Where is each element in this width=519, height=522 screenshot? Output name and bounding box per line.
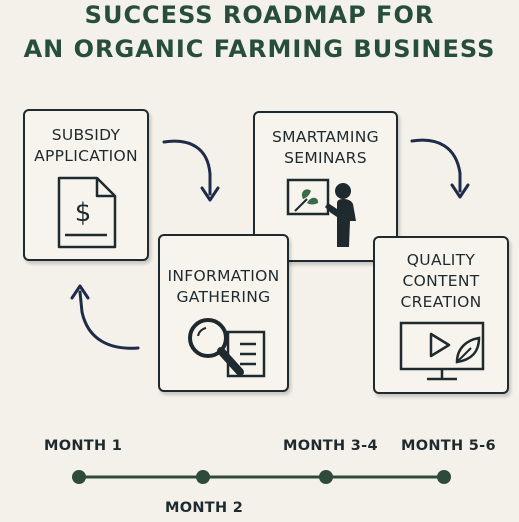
card-seminars-label: SMARTAMING SEMINARS xyxy=(255,127,396,169)
arrow-subsidy-to-info xyxy=(162,139,220,202)
timeline-label-month-5-6: MONTH 5-6 xyxy=(401,438,496,454)
card-subsidy-line-2: APPLICATION xyxy=(34,147,138,165)
title-line-1: SUCCESS ROADMAP FOR xyxy=(84,1,435,29)
card-info-line-1: INFORMATION xyxy=(167,267,280,285)
presenter-whiteboard-icon xyxy=(286,178,356,247)
timeline-label-month-1: MONTH 1 xyxy=(44,438,123,454)
timeline-label-month-3-4: MONTH 3-4 xyxy=(283,438,378,454)
card-quality-line-3: CREATION xyxy=(400,293,482,311)
card-subsidy-label: SUBSIDY APPLICATION xyxy=(25,125,147,167)
card-quality-line-1: QUALITY xyxy=(406,251,476,269)
card-subsidy-application: SUBSIDY APPLICATION $ xyxy=(23,109,149,261)
card-subsidy-line-1: SUBSIDY xyxy=(51,126,121,144)
timeline-dot-month-5-6 xyxy=(437,470,451,484)
card-seminars-line-2: SEMINARS xyxy=(284,149,367,167)
card-info-label: INFORMATION GATHERING xyxy=(160,266,287,308)
card-quality-content-creation: QUALITY CONTENT CREATION xyxy=(373,236,509,394)
card-information-gathering: INFORMATION GATHERING xyxy=(158,234,289,392)
card-quality-label: QUALITY CONTENT CREATION xyxy=(375,250,507,313)
card-info-line-2: GATHERING xyxy=(176,288,271,306)
svg-text:$: $ xyxy=(75,198,92,228)
arrow-info-to-subsidy xyxy=(70,284,140,350)
timeline-track xyxy=(72,470,451,484)
timeline-dot-month-1 xyxy=(72,470,86,484)
timeline-label-month-2: MONTH 2 xyxy=(165,500,244,516)
arrow-seminars-to-quality xyxy=(410,138,470,199)
card-quality-line-2: CONTENT xyxy=(402,272,480,290)
dollar-document-icon: $ xyxy=(57,176,117,249)
timeline-dot-month-3-4 xyxy=(319,470,333,484)
timeline-dot-month-2 xyxy=(196,470,210,484)
monitor-play-leaf-icon xyxy=(399,321,485,381)
card-seminars-line-1: SMARTAMING xyxy=(272,128,379,146)
magnifier-document-icon xyxy=(188,318,266,378)
title-line-2: AN ORGANIC FARMING BUSINESS xyxy=(23,35,496,63)
